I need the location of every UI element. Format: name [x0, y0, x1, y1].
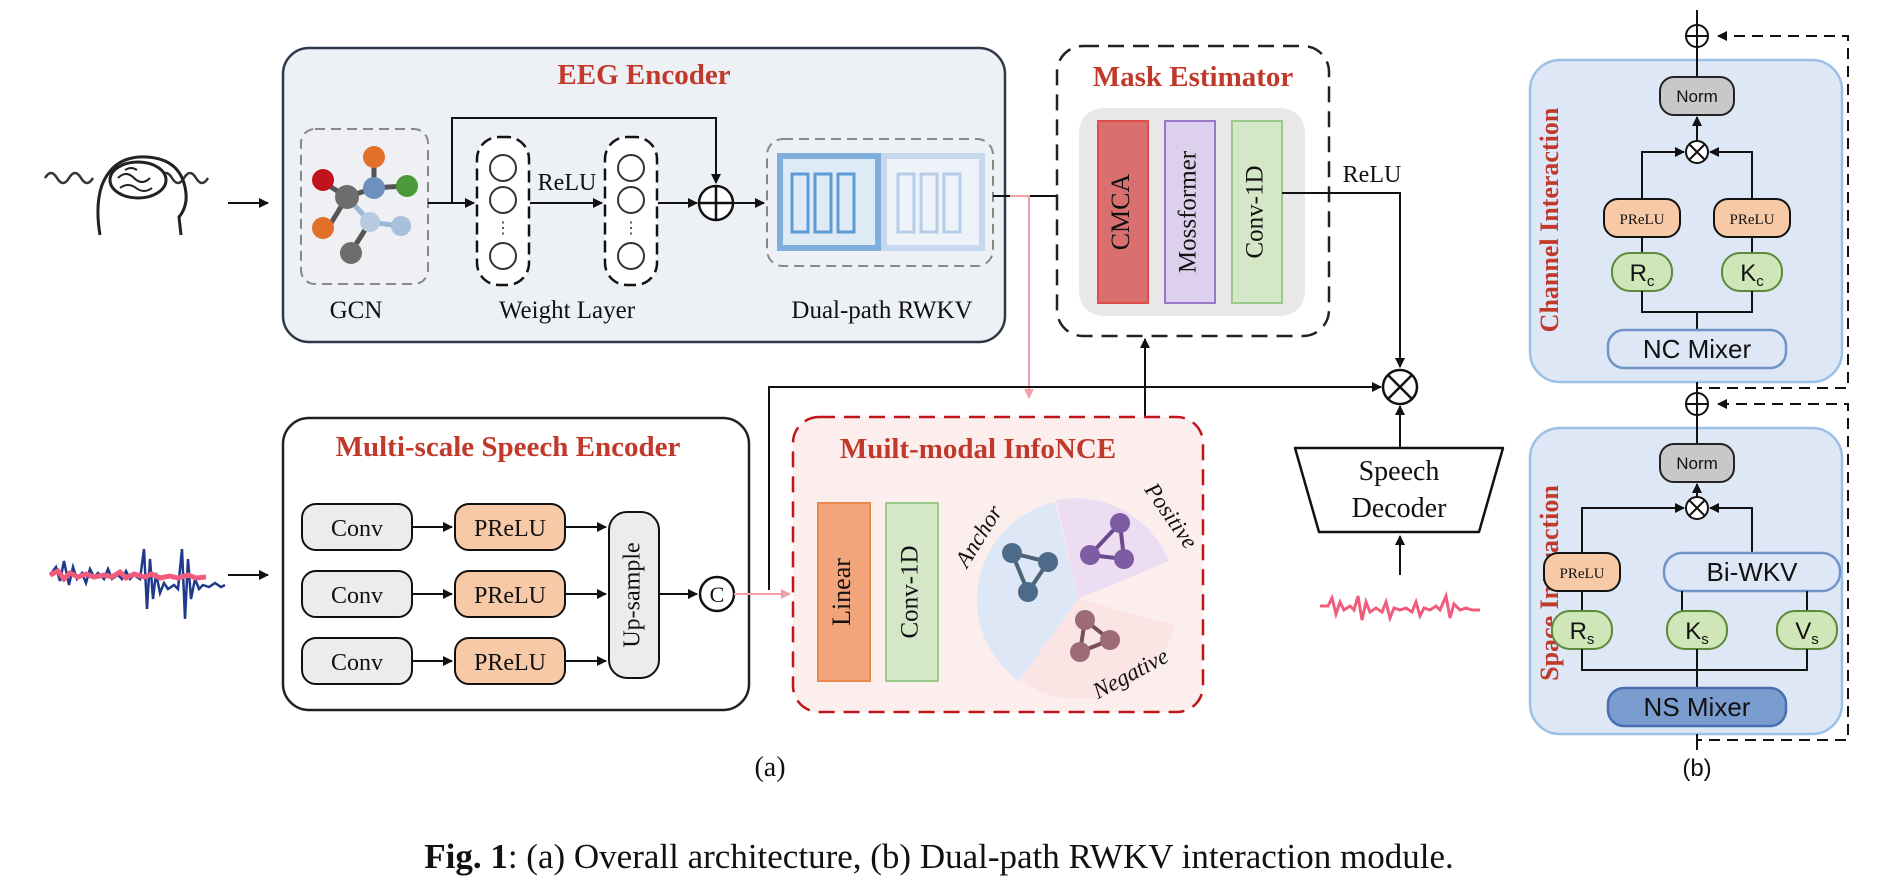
- biwkv-label: Bi-WKV: [1707, 557, 1799, 587]
- space-add-icon: [1685, 392, 1709, 416]
- biwkv-block: [1662, 551, 1842, 593]
- conv-label-2: Conv: [331, 583, 383, 609]
- dual-path-rwkv-label: Dual-path RWKV: [791, 297, 972, 324]
- space-r-letter: R: [1570, 618, 1587, 645]
- gcn-box: [300, 128, 429, 285]
- channel-k-subscript: c: [1756, 273, 1764, 290]
- dual-path-rwkv-box: [766, 138, 994, 267]
- space-v-subscript: s: [1811, 631, 1819, 648]
- prelu-label-2: PReLU: [474, 583, 546, 609]
- mossformer-label: Mossformer: [1175, 150, 1202, 273]
- label-b: (b): [1682, 755, 1711, 782]
- space-norm-block: [1659, 443, 1735, 483]
- channel-prelu-right-label: PReLU: [1730, 212, 1775, 228]
- cmca-label: CMCA: [1106, 173, 1135, 250]
- dual-path-rwkv-icon: [777, 153, 985, 251]
- space-k-letter: K: [1685, 618, 1701, 645]
- multiply-operator-icon: [1381, 368, 1419, 406]
- positive-graph-icon: [1080, 513, 1134, 569]
- space-prelu-label: PReLU: [1560, 566, 1605, 582]
- space-r-subscript: s: [1587, 631, 1595, 648]
- channel-k-letter: K: [1740, 260, 1756, 287]
- space-k-text: Ks: [1685, 618, 1709, 648]
- channel-interaction-title: Channel Interaction: [1535, 107, 1564, 332]
- infonce-conv1d-label: Conv-1D: [897, 545, 924, 638]
- anchor-graph-icon: [1002, 543, 1058, 602]
- cmca-block: [1097, 120, 1149, 304]
- eeg-encoder-title: EEG Encoder: [557, 59, 730, 91]
- svg-text:⋮: ⋮: [495, 220, 511, 237]
- channel-norm-block: [1659, 76, 1735, 116]
- infonce-panel: Muilt-modal InfoNCE Linear Conv-1D: [791, 415, 1205, 714]
- mask-conv1d-block: [1231, 120, 1283, 304]
- channel-norm-label: Norm: [1676, 87, 1718, 106]
- speech-decoder-line2: Decoder: [1352, 493, 1448, 524]
- upsample-label: Up-sample: [620, 542, 646, 647]
- ns-mixer-label: NS Mixer: [1644, 692, 1751, 722]
- brain-head-icon: [43, 155, 210, 236]
- channel-k-text: Kc: [1740, 260, 1764, 290]
- weight-layer-label: Weight Layer: [499, 297, 636, 324]
- figure-caption: Fig. 1: (a) Overall architecture, (b) Du…: [424, 837, 1454, 876]
- linear-label: Linear: [827, 558, 856, 626]
- gcn-label: GCN: [330, 297, 383, 324]
- mossformer-block: [1164, 120, 1216, 304]
- conv-label-1: Conv: [331, 516, 383, 542]
- space-v-letter: V: [1795, 618, 1811, 645]
- speech-waveform-icon: [48, 548, 226, 620]
- channel-interaction-panel: Channel Interaction Norm PReLU PReLU Rc …: [1528, 10, 1849, 389]
- nc-mixer-label: NC Mixer: [1643, 334, 1752, 364]
- relu-label-eeg: ReLU: [538, 170, 597, 196]
- space-v-text: Vs: [1795, 618, 1819, 648]
- concat-label: C: [710, 582, 725, 607]
- conv-label-3: Conv: [331, 650, 383, 676]
- channel-r-letter: R: [1630, 260, 1647, 287]
- svg-text:⋮: ⋮: [623, 220, 639, 237]
- negative-graph-icon: [1070, 610, 1120, 662]
- space-k-subscript: s: [1701, 631, 1709, 648]
- speech-encoder-title: Multi-scale Speech Encoder: [336, 431, 681, 463]
- label-a: (a): [754, 752, 785, 783]
- space-interaction-panel: Space Interaction Norm PReLU Bi-WKV Rs: [1528, 382, 1849, 750]
- channel-r-subscript: c: [1647, 273, 1655, 290]
- mask-conv1d-label: Conv-1D: [1242, 165, 1269, 258]
- channel-add-icon: [1685, 24, 1709, 48]
- channel-multiply-icon: [1685, 140, 1709, 164]
- speech-decoder-block: Speech Decoder: [1293, 446, 1505, 534]
- channel-prelu-left-label: PReLU: [1620, 212, 1665, 228]
- add-operator-icon: [697, 184, 735, 222]
- infonce-conv1d-block: [885, 502, 939, 682]
- output-waveform-icon: [1320, 590, 1480, 623]
- contrastive-pie: [977, 498, 1175, 699]
- channel-r-text: Rc: [1630, 260, 1655, 290]
- speech-encoder-panel: Multi-scale Speech Encoder Conv PReLU Co…: [281, 416, 751, 712]
- nc-mixer-block: [1606, 328, 1788, 370]
- relu-label-mask: ReLU: [1343, 162, 1402, 188]
- mask-estimator-panel: Mask Estimator CMCA Mossformer Conv-1D: [1055, 44, 1331, 338]
- infonce-title: Muilt-modal InfoNCE: [840, 433, 1116, 465]
- prelu-label-3: PReLU: [474, 650, 546, 676]
- caption-text: : (a) Overall architecture, (b) Dual-pat…: [508, 837, 1454, 876]
- speech-decoder-line1: Speech: [1359, 456, 1440, 487]
- space-norm-label: Norm: [1676, 454, 1718, 473]
- mask-estimator-title: Mask Estimator: [1093, 61, 1294, 93]
- linear-block: [817, 502, 871, 682]
- eeg-encoder-panel: EEG Encoder GCN ⋮: [281, 46, 1007, 344]
- prelu-label-1: PReLU: [474, 516, 546, 542]
- caption-bold: Fig. 1: [424, 837, 508, 876]
- space-multiply-icon: [1685, 496, 1709, 520]
- space-r-text: Rs: [1570, 618, 1595, 648]
- ns-mixer-block: [1606, 686, 1788, 728]
- gcn-graph-icon: [312, 146, 418, 264]
